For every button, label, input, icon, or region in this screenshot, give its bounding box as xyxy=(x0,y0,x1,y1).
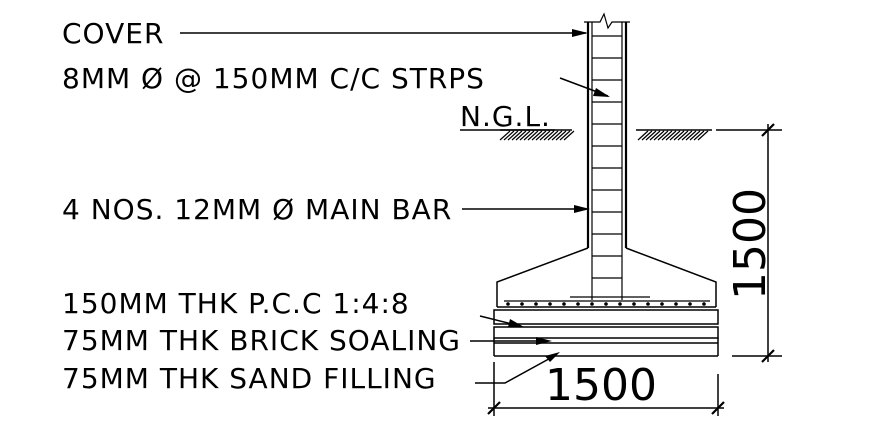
cover-label: COVER xyxy=(62,17,164,50)
ground-hatch-line xyxy=(555,130,567,141)
ground-hatch-line xyxy=(543,130,555,141)
rebar-dot xyxy=(590,302,594,306)
column xyxy=(584,12,630,300)
rebar-dot xyxy=(562,302,566,306)
stirrups xyxy=(592,35,622,279)
ground-hatch-line xyxy=(637,130,649,141)
sand-filling-label: 75MM THK SAND FILLING xyxy=(62,362,437,395)
rebar-dot xyxy=(702,302,706,306)
brick-soling-label: 75MM THK BRICK SOALING xyxy=(62,324,461,357)
ground-hatch-line xyxy=(527,130,539,141)
rebar-dot xyxy=(674,302,678,306)
ground-hatch-line xyxy=(515,130,527,141)
ground-hatch-line xyxy=(535,130,547,141)
ground-hatch-line xyxy=(661,130,673,141)
ground-hatch-line xyxy=(689,130,701,141)
ground-hatch-line xyxy=(673,130,685,141)
width-dimension-text: 1500 xyxy=(545,360,657,411)
rebar-dot xyxy=(604,302,608,306)
ground-hatch-line xyxy=(653,130,665,141)
rebar-dot xyxy=(688,302,692,306)
rebar-dot xyxy=(506,302,510,306)
pcc-label: 150MM THK P.C.C 1:4:8 xyxy=(62,287,410,320)
vertical-dimension xyxy=(716,123,782,363)
ground-hatch-line xyxy=(649,130,661,141)
ground-hatch-line xyxy=(539,130,551,141)
stirrups-label: 8MM Ø @ 150MM C/C STRPS xyxy=(62,62,485,95)
ground-hatch-line xyxy=(681,130,693,141)
ground-hatch-line xyxy=(523,130,535,141)
ground-hatch-line xyxy=(641,130,653,141)
rebar-dot xyxy=(548,302,552,306)
rebar-dot xyxy=(646,302,650,306)
ground-hatch-line xyxy=(551,130,563,141)
rebar-dot xyxy=(520,302,524,306)
ground-hatch-line xyxy=(669,130,681,141)
rebar-dot xyxy=(632,302,636,306)
horizontal-dimension xyxy=(487,362,725,416)
ground-hatch-line xyxy=(519,130,531,141)
ground-hatch-line xyxy=(685,130,697,141)
rebar-dot xyxy=(618,302,622,306)
ngl-ground-line xyxy=(460,129,712,141)
ground-hatch-line xyxy=(507,130,519,141)
ground-hatch-line xyxy=(563,130,575,141)
ground-hatch-line xyxy=(677,130,689,141)
ground-hatch-line xyxy=(665,130,677,141)
ground-hatch-line xyxy=(503,130,515,141)
ground-hatch-line xyxy=(645,130,657,141)
rebar-dot xyxy=(660,302,664,306)
footing xyxy=(493,247,719,357)
ground-hatch-line xyxy=(657,130,669,141)
ground-hatch-line xyxy=(531,130,543,141)
main-bar-label: 4 NOS. 12MM Ø MAIN BAR xyxy=(62,193,452,226)
ground-hatch-line xyxy=(697,130,709,141)
ground-hatch-line xyxy=(547,130,559,141)
ground-hatch-line xyxy=(499,130,511,141)
ground-hatch-line xyxy=(511,130,523,141)
rebar-dot xyxy=(576,302,580,306)
depth-dimension-text: 1500 xyxy=(725,188,776,300)
ground-hatch-line xyxy=(559,130,571,141)
ground-hatch-line xyxy=(693,130,705,141)
leader-lines xyxy=(180,29,610,384)
ngl-label: N.G.L. xyxy=(460,100,551,133)
rebar-dot xyxy=(534,302,538,306)
